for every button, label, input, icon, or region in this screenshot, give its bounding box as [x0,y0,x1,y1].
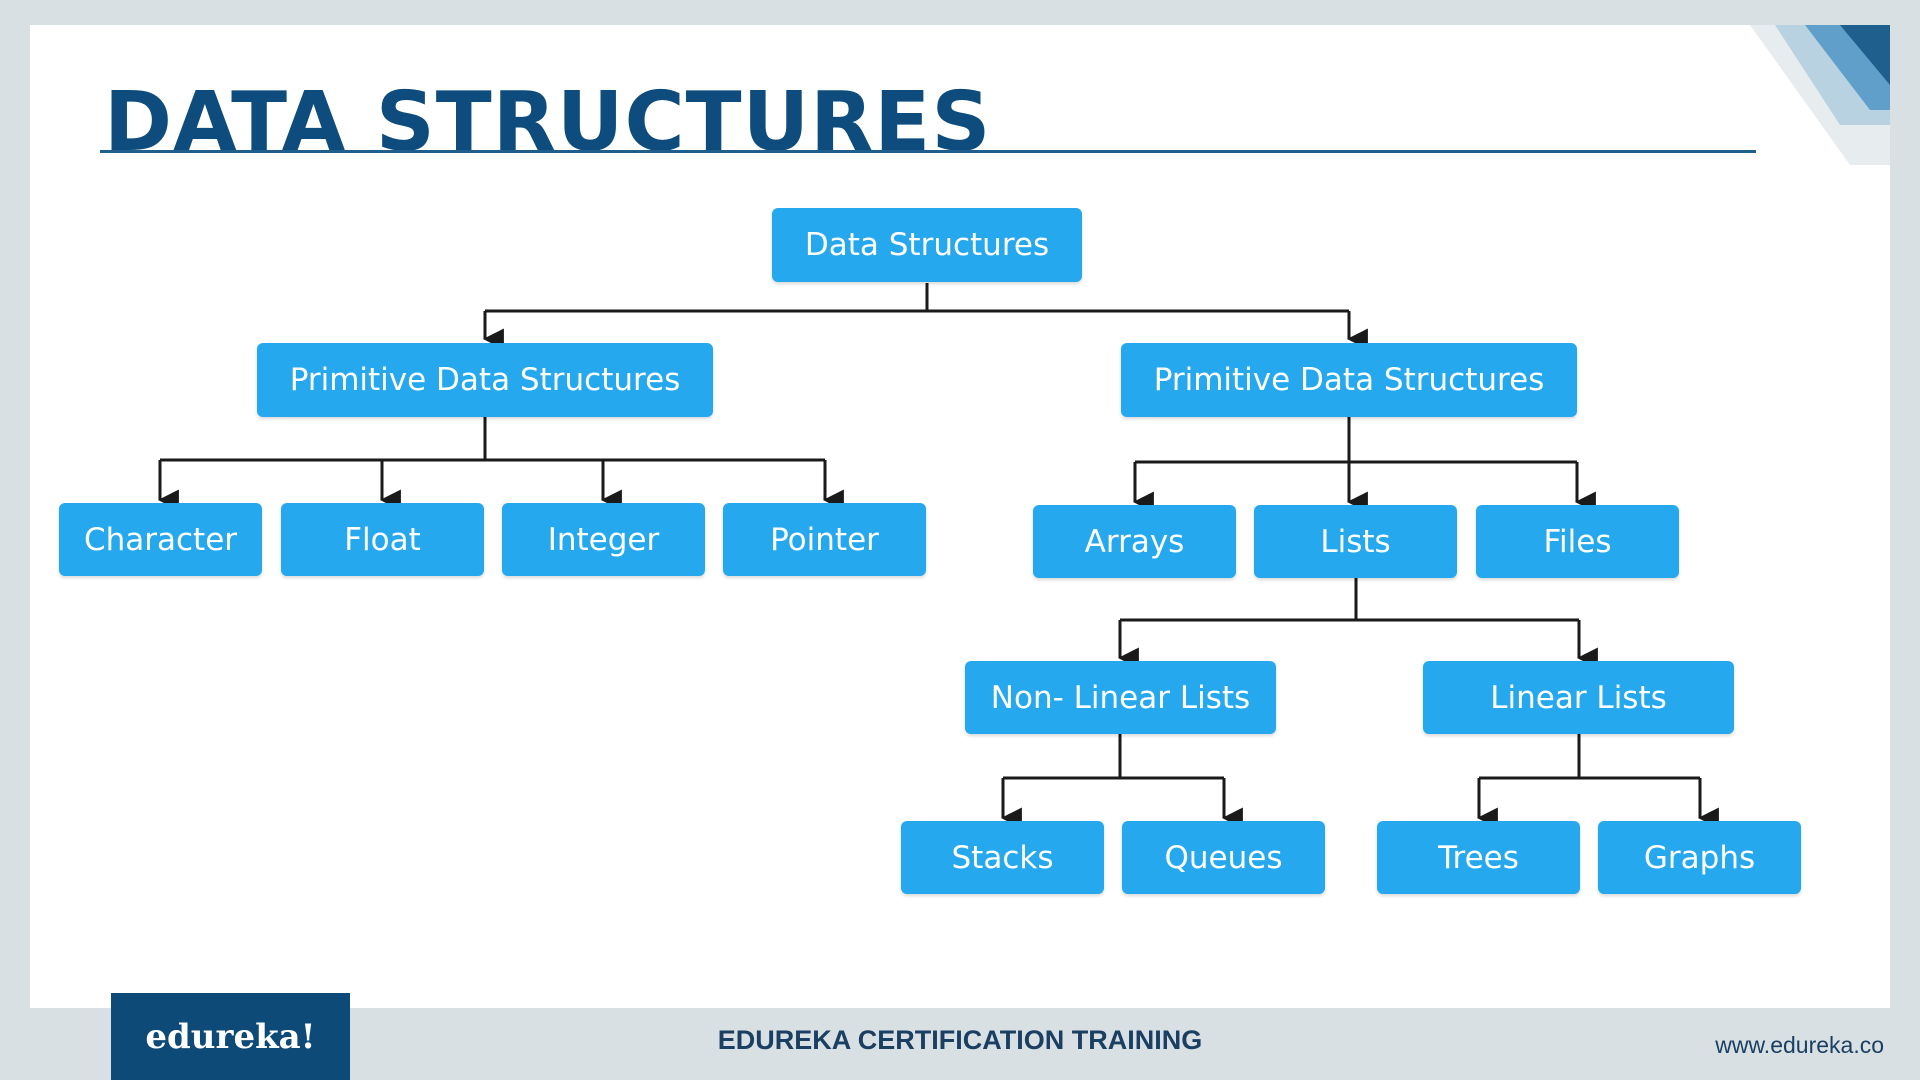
footer-title: EDUREKA CERTIFICATION TRAINING [717,1025,1203,1055]
node-trees: Trees [1377,821,1580,894]
node-non-linear-lists: Non- Linear Lists [965,661,1276,734]
footer-url: www.edureka.co [1715,1032,1884,1058]
node-arrays: Arrays [1033,505,1236,578]
node-files: Files [1476,505,1679,578]
node-graphs: Graphs [1598,821,1801,894]
node-data-structures: Data Structures [772,208,1082,282]
node-float: Float [281,503,484,576]
title-underline [100,150,1756,153]
corner-decoration [1750,25,1890,165]
node-queues: Queues [1122,821,1325,894]
node-linear-lists: Linear Lists [1423,661,1734,734]
node-character: Character [59,503,262,576]
node-stacks: Stacks [901,821,1104,894]
node-lists: Lists [1254,505,1457,578]
logo-text: edureka! [145,1016,316,1057]
node-primitive-data-structures-right: Primitive Data Structures [1121,343,1577,417]
node-integer: Integer [502,503,705,576]
slide-title: DATA STRUCTURES [104,75,992,170]
edureka-logo: edureka! [111,993,350,1080]
node-primitive-data-structures-left: Primitive Data Structures [257,343,713,417]
node-pointer: Pointer [723,503,926,576]
